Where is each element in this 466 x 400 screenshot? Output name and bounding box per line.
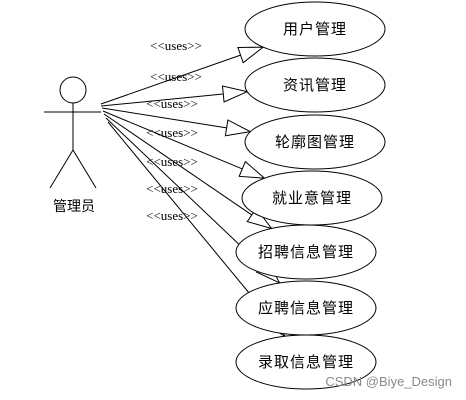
- use-case-oval[interactable]: [244, 114, 386, 170]
- stereotype-label: <<uses>>: [150, 38, 202, 53]
- actor-label: 管理员: [53, 199, 95, 215]
- use-case[interactable]: 用户管理: [244, 1, 386, 57]
- use-case-label: 就业意管理: [272, 189, 352, 207]
- open-arrow-head-icon: [224, 119, 252, 137]
- use-case-label: 用户管理: [283, 20, 347, 38]
- use-case-label: 资讯管理: [283, 76, 347, 94]
- open-arrow-head-icon: [237, 46, 265, 64]
- actor-left-leg: [49, 149, 74, 189]
- use-case-oval[interactable]: [244, 57, 386, 113]
- association-line: [101, 107, 227, 129]
- use-case-label: 招聘信息管理: [258, 243, 354, 261]
- use-case[interactable]: 录取信息管理: [235, 334, 377, 390]
- use-case[interactable]: 招聘信息管理: [235, 224, 377, 280]
- stereotype-labels: <<uses>> <<uses>> <<uses>> <<uses>> <<uses>>…: [146, 38, 202, 223]
- stereotype-label: <<uses>>: [146, 125, 198, 140]
- use-case[interactable]: 应聘信息管理: [235, 280, 377, 336]
- actor: 管理员: [44, 76, 101, 215]
- watermark: CSDN @Biye_Design: [325, 374, 452, 389]
- stereotype-label: <<uses>>: [146, 208, 198, 223]
- stereotype-label: <<uses>>: [146, 181, 198, 196]
- use-case[interactable]: 就业意管理: [241, 170, 383, 226]
- association-line: [107, 121, 270, 319]
- stereotype-label: <<uses>>: [150, 69, 202, 84]
- use-case-label: 应聘信息管理: [258, 299, 354, 317]
- association-line: [103, 113, 253, 216]
- stereotype-label: <<uses>>: [146, 154, 198, 169]
- association-line: [105, 117, 263, 267]
- actor-right-leg: [72, 149, 97, 189]
- open-arrow-head-icon: [238, 160, 266, 179]
- association-line: [102, 110, 243, 170]
- association-line: [100, 93, 224, 107]
- actor-head: [59, 76, 87, 104]
- use-case-oval[interactable]: [244, 1, 386, 57]
- use-case-oval[interactable]: [235, 224, 377, 280]
- association-line: [100, 54, 241, 105]
- use-case[interactable]: 轮廓图管理: [244, 114, 386, 170]
- use-case[interactable]: 资讯管理: [244, 57, 386, 113]
- use-case-oval[interactable]: [235, 334, 377, 390]
- use-case-label: 录取信息管理: [258, 353, 354, 371]
- stick-figure-actor-icon: [44, 76, 101, 189]
- use-case-label: 轮廓图管理: [275, 133, 355, 151]
- open-arrow-head-icon: [221, 85, 249, 103]
- stereotype-label: <<uses>>: [146, 96, 198, 111]
